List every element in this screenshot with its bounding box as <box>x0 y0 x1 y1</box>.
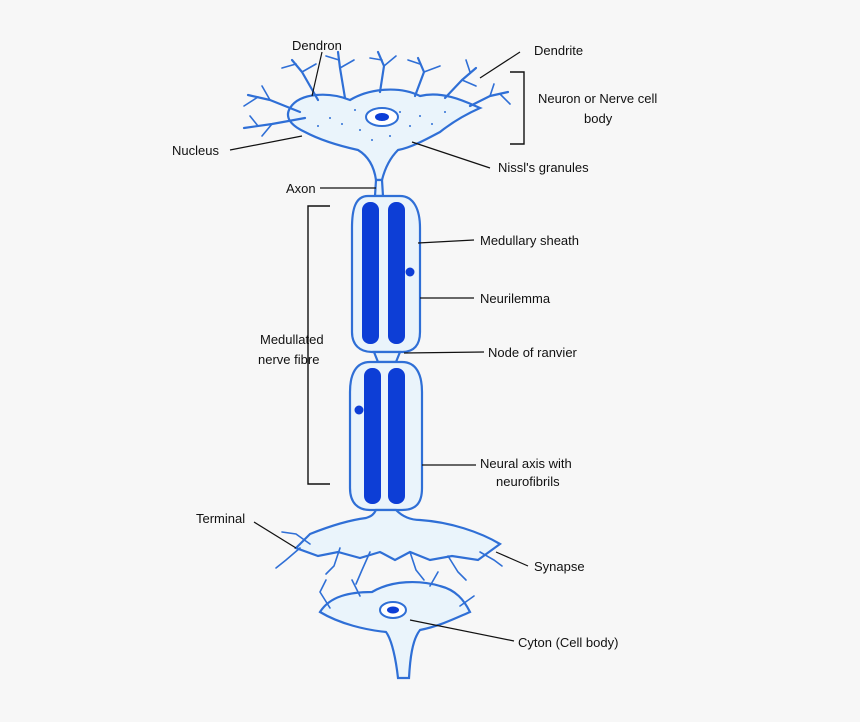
label-medullated-1: Medullated <box>260 332 324 347</box>
label-node-of-ranvier: Node of ranvier <box>488 345 578 360</box>
label-neurilemma: Neurilemma <box>480 291 551 306</box>
label-cell-body-1: Neuron or Nerve cell <box>538 91 657 106</box>
label-terminal: Terminal <box>196 511 245 526</box>
dendrites <box>242 50 511 137</box>
nissl-granules <box>317 109 446 141</box>
cell-body-bracket <box>510 71 525 145</box>
cyton <box>318 571 475 680</box>
label-nucleus: Nucleus <box>172 143 219 158</box>
fibre-segment-1 <box>350 194 422 354</box>
terminal-arborisation <box>275 508 503 585</box>
label-medullated-2: nerve fibre <box>258 352 319 367</box>
label-dendron: Dendron <box>292 38 342 53</box>
label-synapse: Synapse <box>534 559 585 574</box>
label-medullary-sheath: Medullary sheath <box>480 233 579 248</box>
cell-body <box>286 88 483 182</box>
label-dendrite: Dendrite <box>534 43 583 58</box>
axon-shape <box>373 178 385 198</box>
label-axon: Axon <box>286 181 316 196</box>
label-neural-axis-1: Neural axis with <box>480 456 572 471</box>
medullated-bracket <box>307 205 330 485</box>
label-cell-body-2: body <box>584 111 613 126</box>
fibre-segment-2 <box>348 360 424 512</box>
label-neural-axis-2: neurofibrils <box>496 474 560 489</box>
label-cyton: Cyton (Cell body) <box>518 635 618 650</box>
label-nissl: Nissl's granules <box>498 160 589 175</box>
leader-lines <box>229 51 529 642</box>
